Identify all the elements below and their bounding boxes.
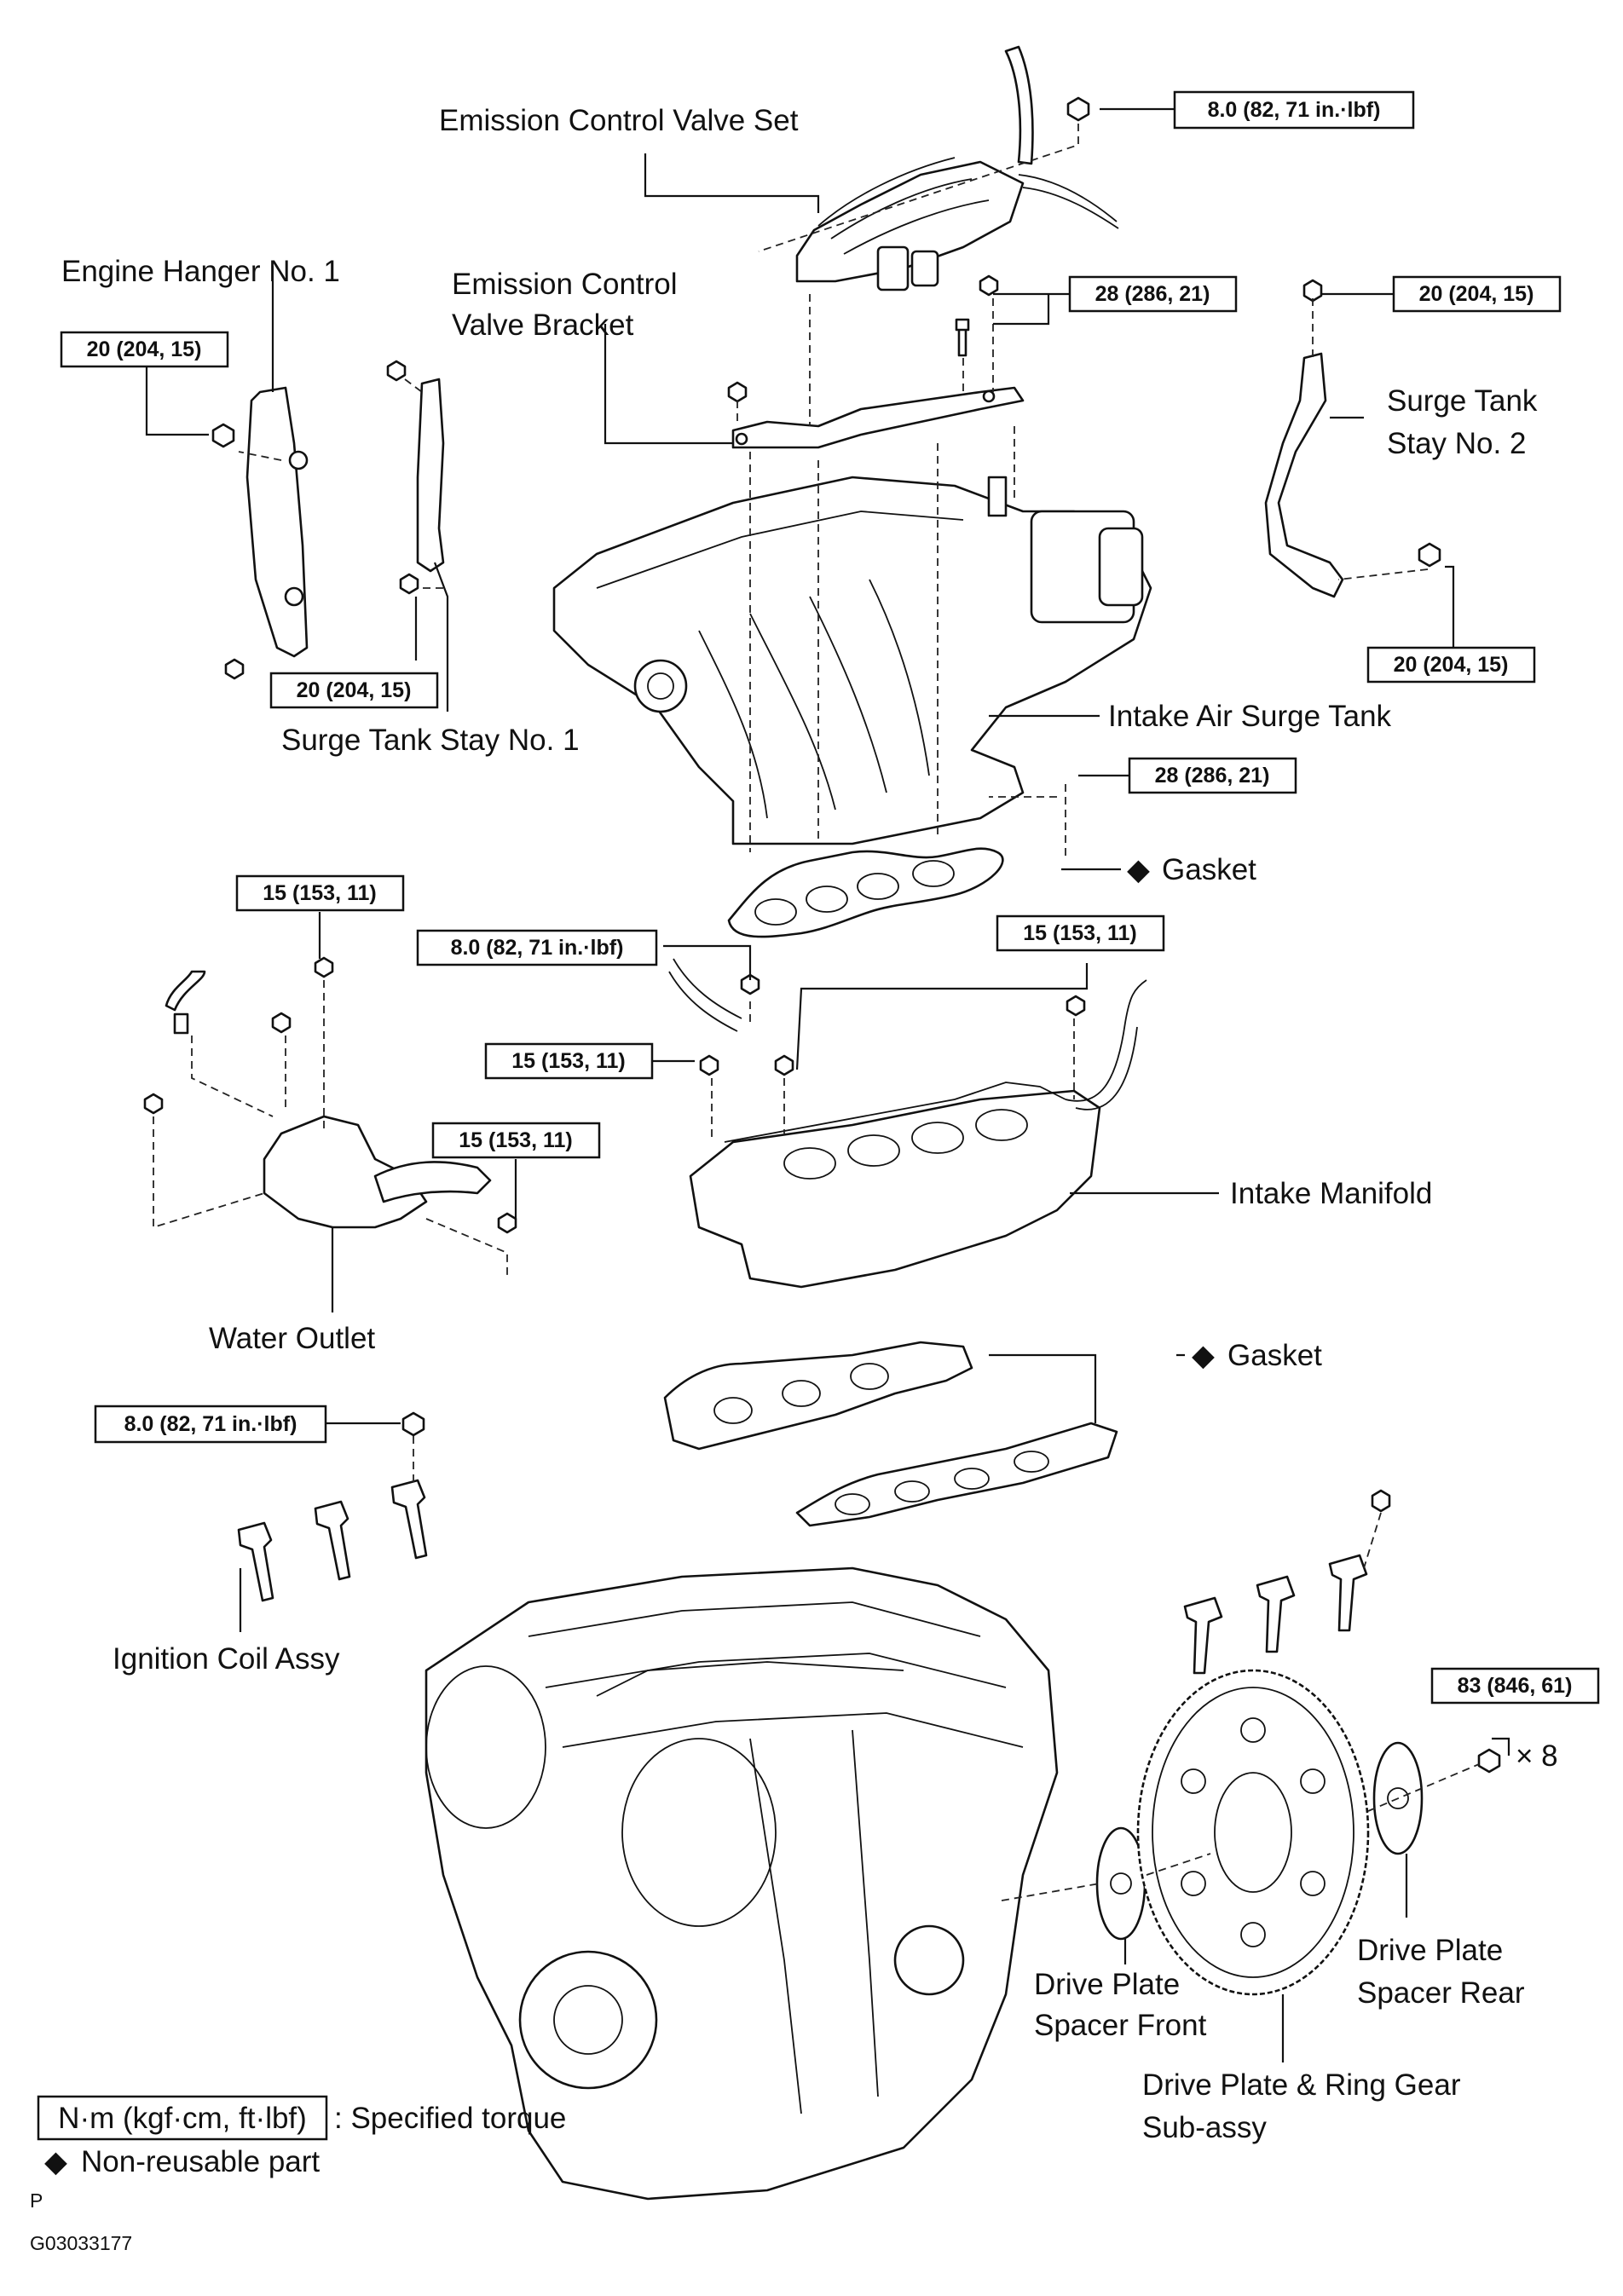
- label-water-outlet: Water Outlet: [209, 1322, 375, 1355]
- torque-box-t14: 83 (846, 61): [1430, 1667, 1600, 1705]
- diamond-gasket-upper: ◆: [1127, 853, 1150, 886]
- torque-box-t5: 20 (204, 15): [1366, 646, 1536, 684]
- label-gasket-upper: Gasket: [1162, 853, 1256, 886]
- torque-box-t2: 28 (286, 21): [1068, 275, 1238, 313]
- torque-box-t10: 15 (153, 11): [996, 914, 1165, 952]
- torque-t6: 20 (204, 15): [297, 678, 412, 702]
- torque-t8: 15 (153, 11): [263, 881, 376, 905]
- legend-torque-description: : Specified torque: [334, 2102, 566, 2135]
- torque-t10: 15 (153, 11): [1023, 921, 1136, 945]
- engine-hanger-no1-drawing: [211, 386, 309, 680]
- torque-t13: 8.0 (82, 71 in.·lbf): [124, 1412, 297, 1436]
- torque-t3: 20 (204, 15): [1419, 282, 1534, 306]
- label-spacer-rear-line2: Spacer Rear: [1357, 1976, 1525, 2010]
- torque-boxes: 8.0 (82, 71 in.·lbf) 28 (286, 21) 20 (20…: [60, 90, 1600, 1705]
- label-ring-gear-line2: Sub-assy: [1142, 2111, 1267, 2144]
- label-spacer-rear-line1: Drive Plate: [1357, 1934, 1503, 1967]
- label-emission-bracket-line1: Emission Control: [452, 268, 678, 301]
- torque-t4: 20 (204, 15): [87, 337, 202, 361]
- label-surge-stay-1: Surge Tank Stay No. 1: [281, 724, 580, 757]
- ignition-coils-right-drawing: [1183, 1489, 1391, 1675]
- emission-control-valve-bracket-drawing: [727, 274, 1025, 449]
- legend-nonreusable-description: Non-reusable part: [81, 2145, 320, 2178]
- label-emission-control-valve-set: Emission Control Valve Set: [439, 104, 799, 137]
- surge-tank-stay-no1-drawing: [386, 360, 445, 595]
- intake-air-surge-tank-drawing: [552, 476, 1152, 845]
- torque-box-t9: 8.0 (82, 71 in.·lbf): [416, 929, 658, 966]
- torque-t7: 28 (286, 21): [1155, 764, 1270, 787]
- legend-nonreusable-symbol: ◆: [44, 2145, 67, 2178]
- label-times-8: × 8: [1516, 1739, 1558, 1773]
- surge-tank-stay-no2-drawing: [1264, 279, 1441, 598]
- ignition-coils-left-drawing: [237, 1411, 428, 1602]
- drive-plate-ring-gear-drawing: [1136, 1669, 1370, 1996]
- drive-plate-spacer-rear-drawing: [1372, 1741, 1501, 1855]
- assembly-lines: [153, 124, 1480, 1901]
- torque-box-t6: 20 (204, 15): [269, 672, 439, 709]
- label-ignition-coil-assy: Ignition Coil Assy: [113, 1642, 340, 1676]
- torque-t12: 15 (153, 11): [459, 1128, 572, 1152]
- torque-t5: 20 (204, 15): [1394, 653, 1509, 677]
- torque-t2: 28 (286, 21): [1095, 282, 1210, 306]
- torque-t1: 8.0 (82, 71 in.·lbf): [1208, 98, 1381, 122]
- torque-t11: 15 (153, 11): [511, 1049, 625, 1073]
- footer-code-p: P: [30, 2189, 43, 2212]
- torque-box-t4: 20 (204, 15): [60, 331, 229, 368]
- leader-lines: [145, 107, 1510, 2062]
- engine-block-drawing: [425, 1566, 1059, 2201]
- label-spacer-front-line1: Drive Plate: [1034, 1968, 1180, 2001]
- label-emission-bracket-line2: Valve Bracket: [452, 309, 634, 342]
- torque-box-t1: 8.0 (82, 71 in.·lbf): [1173, 90, 1415, 130]
- footer: P G03033177: [30, 2189, 132, 2254]
- emission-control-valve-set-drawing: [795, 45, 1119, 291]
- intake-manifold-drawing: [689, 979, 1147, 1289]
- torque-box-t11: 15 (153, 11): [484, 1042, 654, 1080]
- label-spacer-front-line2: Spacer Front: [1034, 2009, 1207, 2042]
- label-surge-stay-2-line2: Stay No. 2: [1387, 427, 1526, 460]
- figure-id: G03033177: [30, 2232, 132, 2254]
- legend-torque-units: N·m (kgf·cm, ft·lbf): [58, 2102, 307, 2135]
- legend-torque-box: [37, 2095, 328, 2141]
- label-engine-hanger-no1: Engine Hanger No. 1: [61, 255, 340, 288]
- torque-box-t3: 20 (204, 15): [1392, 275, 1562, 313]
- part-labels: Emission Control Valve Set Engine Hanger…: [61, 104, 1558, 2144]
- label-surge-stay-2-line1: Surge Tank: [1387, 384, 1538, 418]
- torque-box-t8: 15 (153, 11): [235, 874, 405, 912]
- torque-box-t12: 15 (153, 11): [431, 1122, 601, 1159]
- label-gasket-lower: Gasket: [1227, 1339, 1322, 1372]
- torque-t14: 83 (846, 61): [1458, 1674, 1573, 1698]
- torque-box-t13: 8.0 (82, 71 in.·lbf): [94, 1405, 327, 1444]
- diamond-gasket-lower: ◆: [1192, 1339, 1215, 1372]
- torque-t9: 8.0 (82, 71 in.·lbf): [451, 936, 624, 960]
- legend: N·m (kgf·cm, ft·lbf) : Specified torque …: [37, 2095, 566, 2178]
- hose-drawing: [668, 958, 760, 1032]
- label-intake-manifold: Intake Manifold: [1230, 1177, 1432, 1210]
- torque-box-t7: 28 (286, 21): [1128, 757, 1297, 794]
- lower-gasket-drawing: [663, 1341, 1118, 1527]
- water-outlet-drawing: [143, 956, 517, 1234]
- label-ring-gear-line1: Drive Plate & Ring Gear: [1142, 2068, 1461, 2102]
- label-intake-air-surge-tank: Intake Air Surge Tank: [1108, 700, 1392, 733]
- upper-gasket-drawing: [727, 847, 1004, 938]
